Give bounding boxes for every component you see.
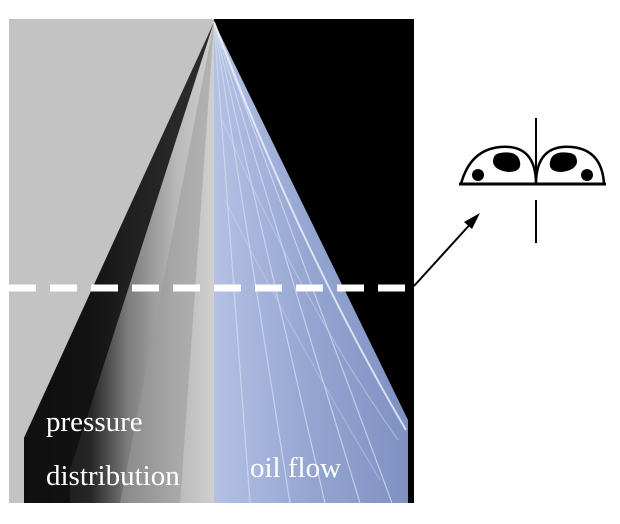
left-secondary-vortex bbox=[472, 169, 484, 181]
oil-flow-label: oil flow bbox=[250, 452, 342, 484]
pressure-wing-leading-edge-band bbox=[24, 22, 214, 503]
right-primary-vortex bbox=[549, 152, 577, 172]
vortex-cross-section-sketch bbox=[459, 118, 606, 243]
right-secondary-vortex bbox=[581, 169, 593, 181]
oil-flow-streaks bbox=[213, 21, 399, 504]
oil-flow-separation-line bbox=[213, 21, 407, 431]
pointer-arrow-head bbox=[464, 213, 480, 229]
left-primary-vortex bbox=[493, 152, 521, 172]
pointer-arrow-shaft bbox=[413, 219, 475, 287]
pressure-distribution-label-line2: distribution bbox=[46, 460, 180, 492]
pressure-wing-inner-band bbox=[120, 22, 214, 503]
pressure-distribution-label-line1: pressure bbox=[46, 406, 143, 438]
